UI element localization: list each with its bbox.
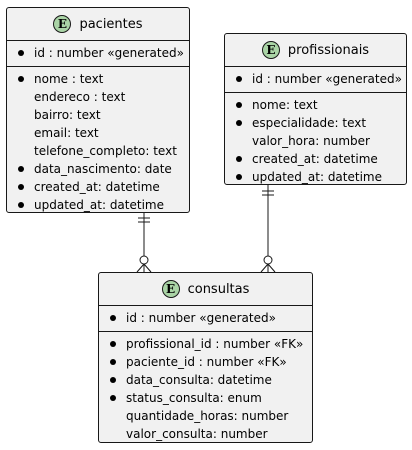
primary-key-section: id : number «generated» (7, 41, 189, 66)
separator (99, 331, 312, 332)
attributes-section: profissional_id : number «FK» paciente_id… (99, 332, 312, 447)
attribute-text: updated_at: datetime (252, 170, 382, 184)
attribute-text: status_consulta: enum (126, 391, 262, 405)
attribute-row: valor_consulta: number (99, 425, 312, 443)
entity-stereotype-icon: E (161, 280, 180, 298)
entity-stereotype-icon: E (261, 41, 280, 59)
primary-key-section: id : number «generated» (225, 67, 406, 92)
mandatory-bullet-icon (18, 202, 24, 208)
separator (7, 40, 189, 41)
mandatory-bullet-icon (236, 156, 242, 162)
attribute-row: bairro: text (7, 106, 189, 124)
attribute-row: profissional_id : number «FK» (99, 335, 312, 353)
zero-circle (263, 255, 273, 265)
attribute-row: valor_hora: number (225, 132, 406, 150)
attribute-row: endereco : text (7, 88, 189, 106)
attribute-text: updated_at: datetime (34, 198, 164, 212)
mandatory-bullet-icon (110, 395, 116, 401)
attribute-row: paciente_id : number «FK» (99, 353, 312, 371)
mandatory-bullet-icon (110, 341, 116, 347)
primary-key-section: id : number «generated» (99, 306, 312, 331)
mandatory-bullet-icon (236, 174, 242, 180)
attribute-row: status_consulta: enum (99, 389, 312, 407)
attribute-row: created_at: datetime (225, 150, 406, 168)
attribute-row: id : number «generated» (225, 70, 406, 88)
attribute-row: data_consulta: datetime (99, 371, 312, 389)
crow-left (136, 263, 145, 273)
attribute-text: paciente_id : number «FK» (126, 355, 287, 369)
attribute-text: endereco : text (34, 90, 126, 104)
entity-header: E consultas (99, 273, 312, 305)
attribute-text: valor_hora: number (252, 134, 370, 148)
attribute-text: valor_consulta: number (126, 427, 268, 441)
separator (225, 66, 406, 67)
attribute-text: nome: text (252, 98, 318, 112)
attribute-row: telefone_completo: text (7, 142, 189, 160)
entity-pacientes: E pacientes id : number «generated» nome… (6, 7, 190, 213)
link-pacientes-consultas (136, 213, 152, 273)
separator (225, 92, 406, 93)
entity-header: E profissionais (225, 34, 406, 66)
crow-right (143, 263, 152, 273)
attribute-text: data_consulta: datetime (126, 373, 272, 387)
separator (7, 66, 189, 67)
attribute-text: id : number «generated» (34, 46, 184, 60)
attribute-row: especialidade: text (225, 114, 406, 132)
mandatory-bullet-icon (236, 102, 242, 108)
entity-title: consultas (187, 281, 250, 297)
attribute-row: nome : text (7, 70, 189, 88)
attribute-text: email: text (34, 126, 99, 140)
attribute-text: id : number «generated» (126, 311, 276, 325)
crow-left (260, 263, 269, 273)
attribute-text: bairro: text (34, 108, 101, 122)
attribute-row: data_nascimento: date (7, 160, 189, 178)
mandatory-bullet-icon (110, 359, 116, 365)
crow-right (267, 263, 276, 273)
mandatory-bullet-icon (236, 76, 242, 82)
zero-circle (139, 255, 149, 265)
attribute-row: id : number «generated» (7, 44, 189, 62)
attributes-section: nome : text endereco : text bairro: text em… (7, 67, 189, 218)
mandatory-bullet-icon (18, 166, 24, 172)
attribute-row: id : number «generated» (99, 309, 312, 327)
link-profissionais-consultas (260, 185, 276, 273)
attribute-text: id : number «generated» (252, 72, 402, 86)
mandatory-bullet-icon (18, 76, 24, 82)
attribute-row: created_at: datetime (7, 178, 189, 196)
attribute-row: email: text (7, 124, 189, 142)
mandatory-bullet-icon (18, 50, 24, 56)
attribute-row: updated_at: datetime (7, 196, 189, 214)
attribute-row: updated_at: datetime (225, 168, 406, 186)
separator (99, 305, 312, 306)
attribute-text: telefone_completo: text (34, 144, 177, 158)
attribute-text: profissional_id : number «FK» (126, 337, 304, 351)
attribute-row: nome: text (225, 96, 406, 114)
entity-header: E pacientes (7, 8, 189, 40)
attribute-text: quantidade_horas: number (126, 409, 289, 423)
entity-stereotype-icon: E (53, 15, 72, 33)
mandatory-bullet-icon (18, 184, 24, 190)
entity-title: profissionais (287, 42, 370, 58)
entity-consultas: E consultas id : number «generated» prof… (98, 272, 313, 443)
entity-title: pacientes (79, 16, 143, 32)
attribute-text: created_at: datetime (34, 180, 160, 194)
entity-profissionais: E profissionais id : number «generated» … (224, 33, 407, 185)
attribute-text: created_at: datetime (252, 152, 378, 166)
attribute-text: especialidade: text (252, 116, 367, 130)
attribute-text: nome : text (34, 72, 104, 86)
attribute-text: data_nascimento: date (34, 162, 172, 176)
attribute-row: quantidade_horas: number (99, 407, 312, 425)
mandatory-bullet-icon (236, 120, 242, 126)
attributes-section: nome: text especialidade: text valor_hora:… (225, 93, 406, 190)
mandatory-bullet-icon (110, 315, 116, 321)
mandatory-bullet-icon (110, 377, 116, 383)
